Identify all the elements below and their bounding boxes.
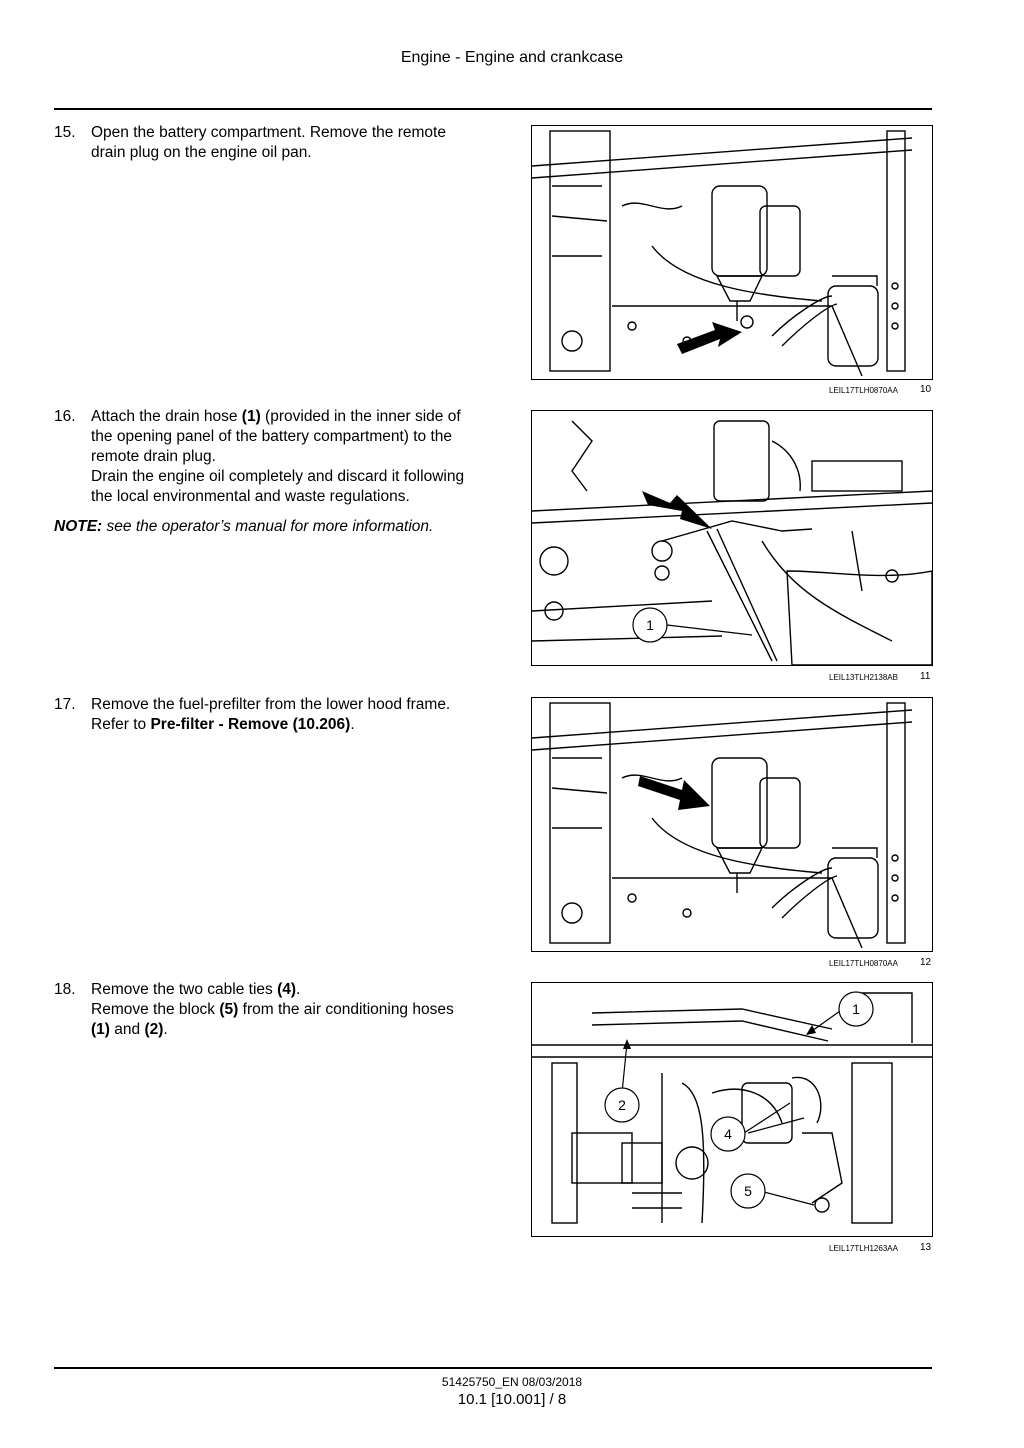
figure-code: LEIL17TLH1263AA	[829, 1244, 898, 1253]
step-number: 16.	[54, 408, 76, 425]
figure-12-fuel-prefilter	[531, 697, 933, 952]
step-text: Attach the drain hose (1) (provided in t…	[91, 407, 499, 507]
figure-11-illustration: 1	[532, 420, 932, 665]
step-text: Remove the fuel-prefilter from the lower…	[91, 695, 499, 735]
callout-2: 2	[604, 1087, 640, 1123]
footer-document-id: 51425750_EN 08/03/2018	[441, 1375, 583, 1389]
step-line: (1) and (2).	[91, 1021, 168, 1038]
step-text: Remove the two cable ties (4). Remove th…	[91, 980, 499, 1040]
step-16: 16. Attach the drain hose (1) (provided …	[54, 407, 499, 507]
step-line: the local environmental and waste regula…	[91, 488, 410, 505]
figure-13-ac-hoses: 1 2 4 5	[531, 982, 933, 1237]
step-number: 17.	[54, 696, 76, 713]
figure-12-illustration	[532, 702, 913, 949]
footer-rule	[54, 1367, 932, 1369]
figure-number: 10	[920, 384, 932, 395]
step-15: 15. Open the battery compartment. Remove…	[54, 123, 499, 163]
figure-number: 12	[920, 957, 932, 968]
step-line: Refer to Pre-filter - Remove (10.206).	[91, 716, 355, 733]
cross-reference-link[interactable]: Pre-filter - Remove (10.206)	[150, 716, 351, 733]
figure-10-illustration	[532, 130, 913, 377]
callout-5: 5	[730, 1173, 766, 1209]
page-header-title: Engine - Engine and crankcase	[400, 49, 624, 66]
note: NOTE: see the operator’s manual for more…	[54, 518, 514, 536]
figure-10-engine-oil-pan	[531, 125, 933, 380]
step-line: Remove the block (5) from the air condit…	[91, 1001, 454, 1018]
pointer-arrow	[642, 491, 712, 529]
header-rule	[54, 108, 932, 110]
step-line: drain plug on the engine oil pan.	[91, 144, 312, 161]
step-17: 17. Remove the fuel-prefilter from the l…	[54, 695, 499, 735]
pointer-arrow	[677, 322, 742, 354]
step-line: Open the battery compartment. Remove the…	[91, 124, 446, 141]
step-text: Open the battery compartment. Remove the…	[91, 123, 499, 163]
callout-label: 1	[852, 1001, 860, 1017]
figure-number: 13	[920, 1242, 932, 1253]
callout-label: 1	[646, 617, 654, 633]
figure-number: 11	[920, 671, 931, 682]
callout-circle	[632, 607, 668, 643]
footer-page-number: 10.1 [10.001] / 8	[457, 1391, 567, 1408]
step-line: Remove the fuel-prefilter from the lower…	[91, 696, 451, 713]
note-label: NOTE:	[54, 518, 103, 535]
callout-label: 4	[724, 1126, 732, 1142]
step-line: Attach the drain hose (1) (provided in t…	[91, 408, 461, 425]
step-number: 15.	[54, 124, 76, 141]
step-line: remote drain plug.	[91, 448, 216, 465]
figure-code: LEIL17TLH0870AA	[829, 386, 898, 395]
callout-1: 1	[838, 991, 874, 1027]
pointer-arrow	[638, 776, 710, 810]
step-number: 18.	[54, 981, 76, 998]
step-18: 18. Remove the two cable ties (4). Remov…	[54, 980, 499, 1040]
callout-label: 5	[744, 1183, 752, 1199]
figure-code: LEIL13TLH2138AB	[829, 673, 898, 682]
figure-13-illustration: 1 2 4 5	[532, 991, 932, 1224]
note-text: see the operator’s manual for more infor…	[102, 518, 434, 535]
figure-code: LEIL17TLH0870AA	[829, 959, 898, 968]
figure-11-drain-hose: 1	[531, 410, 933, 666]
callout-4: 4	[710, 1116, 746, 1152]
step-line: the opening panel of the battery compart…	[91, 428, 453, 445]
step-line: Drain the engine oil completely and disc…	[91, 468, 465, 485]
step-line: Remove the two cable ties (4).	[91, 981, 301, 998]
callout-label: 2	[618, 1097, 626, 1113]
